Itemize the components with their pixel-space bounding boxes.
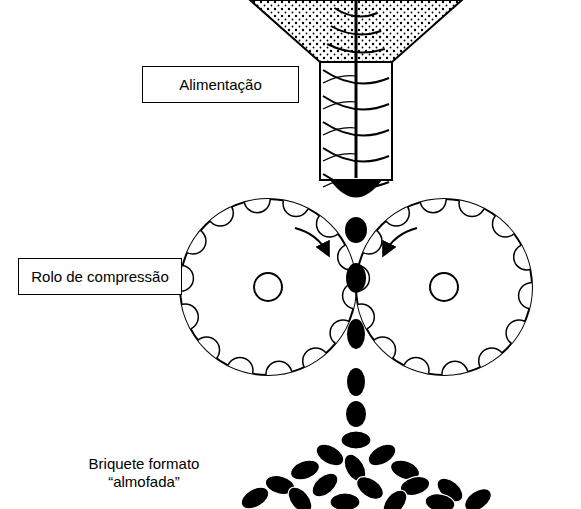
briquette — [346, 401, 366, 427]
figure-label: Briquete formato “almofada” — [78, 455, 210, 491]
label-box: Rolo de compressão — [18, 258, 182, 295]
roller-pocket — [514, 244, 540, 270]
screw-flight — [323, 154, 356, 161]
right-roller — [343, 187, 544, 388]
roller-pocket — [303, 348, 329, 374]
briquette — [347, 319, 365, 349]
roller-pocket — [519, 283, 545, 309]
briquette — [283, 483, 316, 509]
roller-pocket — [403, 357, 429, 383]
compacted-feed — [330, 180, 382, 198]
briquette — [330, 493, 360, 509]
screw-flight — [323, 128, 356, 135]
roller-pocket — [492, 211, 518, 237]
roller-pocket — [459, 191, 485, 217]
rotation-arrow — [295, 228, 328, 254]
screw-shaft — [355, 0, 358, 178]
roller-pocket — [370, 337, 396, 363]
screw-flight — [323, 102, 356, 109]
briquette — [461, 484, 496, 509]
roller-pocket — [194, 337, 220, 363]
left-roller — [167, 187, 368, 388]
roller-pocket — [266, 361, 292, 387]
rotation-arrow — [384, 228, 417, 254]
briquette — [424, 492, 457, 509]
briquettes — [238, 217, 496, 509]
roller-pocket — [172, 304, 198, 330]
briquette — [341, 431, 371, 449]
box-label: Alimentação — [179, 76, 262, 94]
roller-pocket — [442, 361, 468, 387]
roller-pocket — [479, 348, 505, 374]
roller-pocket — [180, 228, 206, 254]
roller-pocket — [506, 320, 532, 346]
briquette — [346, 263, 366, 293]
roller-pocket — [316, 211, 342, 237]
briquette — [378, 486, 411, 509]
box-label: Rolo de compressão — [31, 268, 169, 286]
roller-pocket — [283, 191, 309, 217]
roller-pocket — [420, 187, 446, 213]
briquette — [238, 483, 273, 509]
label-box: Alimentação — [142, 66, 299, 103]
roller-pocket — [244, 187, 270, 213]
screw-flight — [323, 76, 356, 83]
roller-pocket — [383, 200, 409, 226]
roller-pocket — [227, 357, 253, 383]
briquette — [347, 368, 365, 396]
briquette — [345, 217, 367, 243]
roller-pocket — [207, 200, 233, 226]
